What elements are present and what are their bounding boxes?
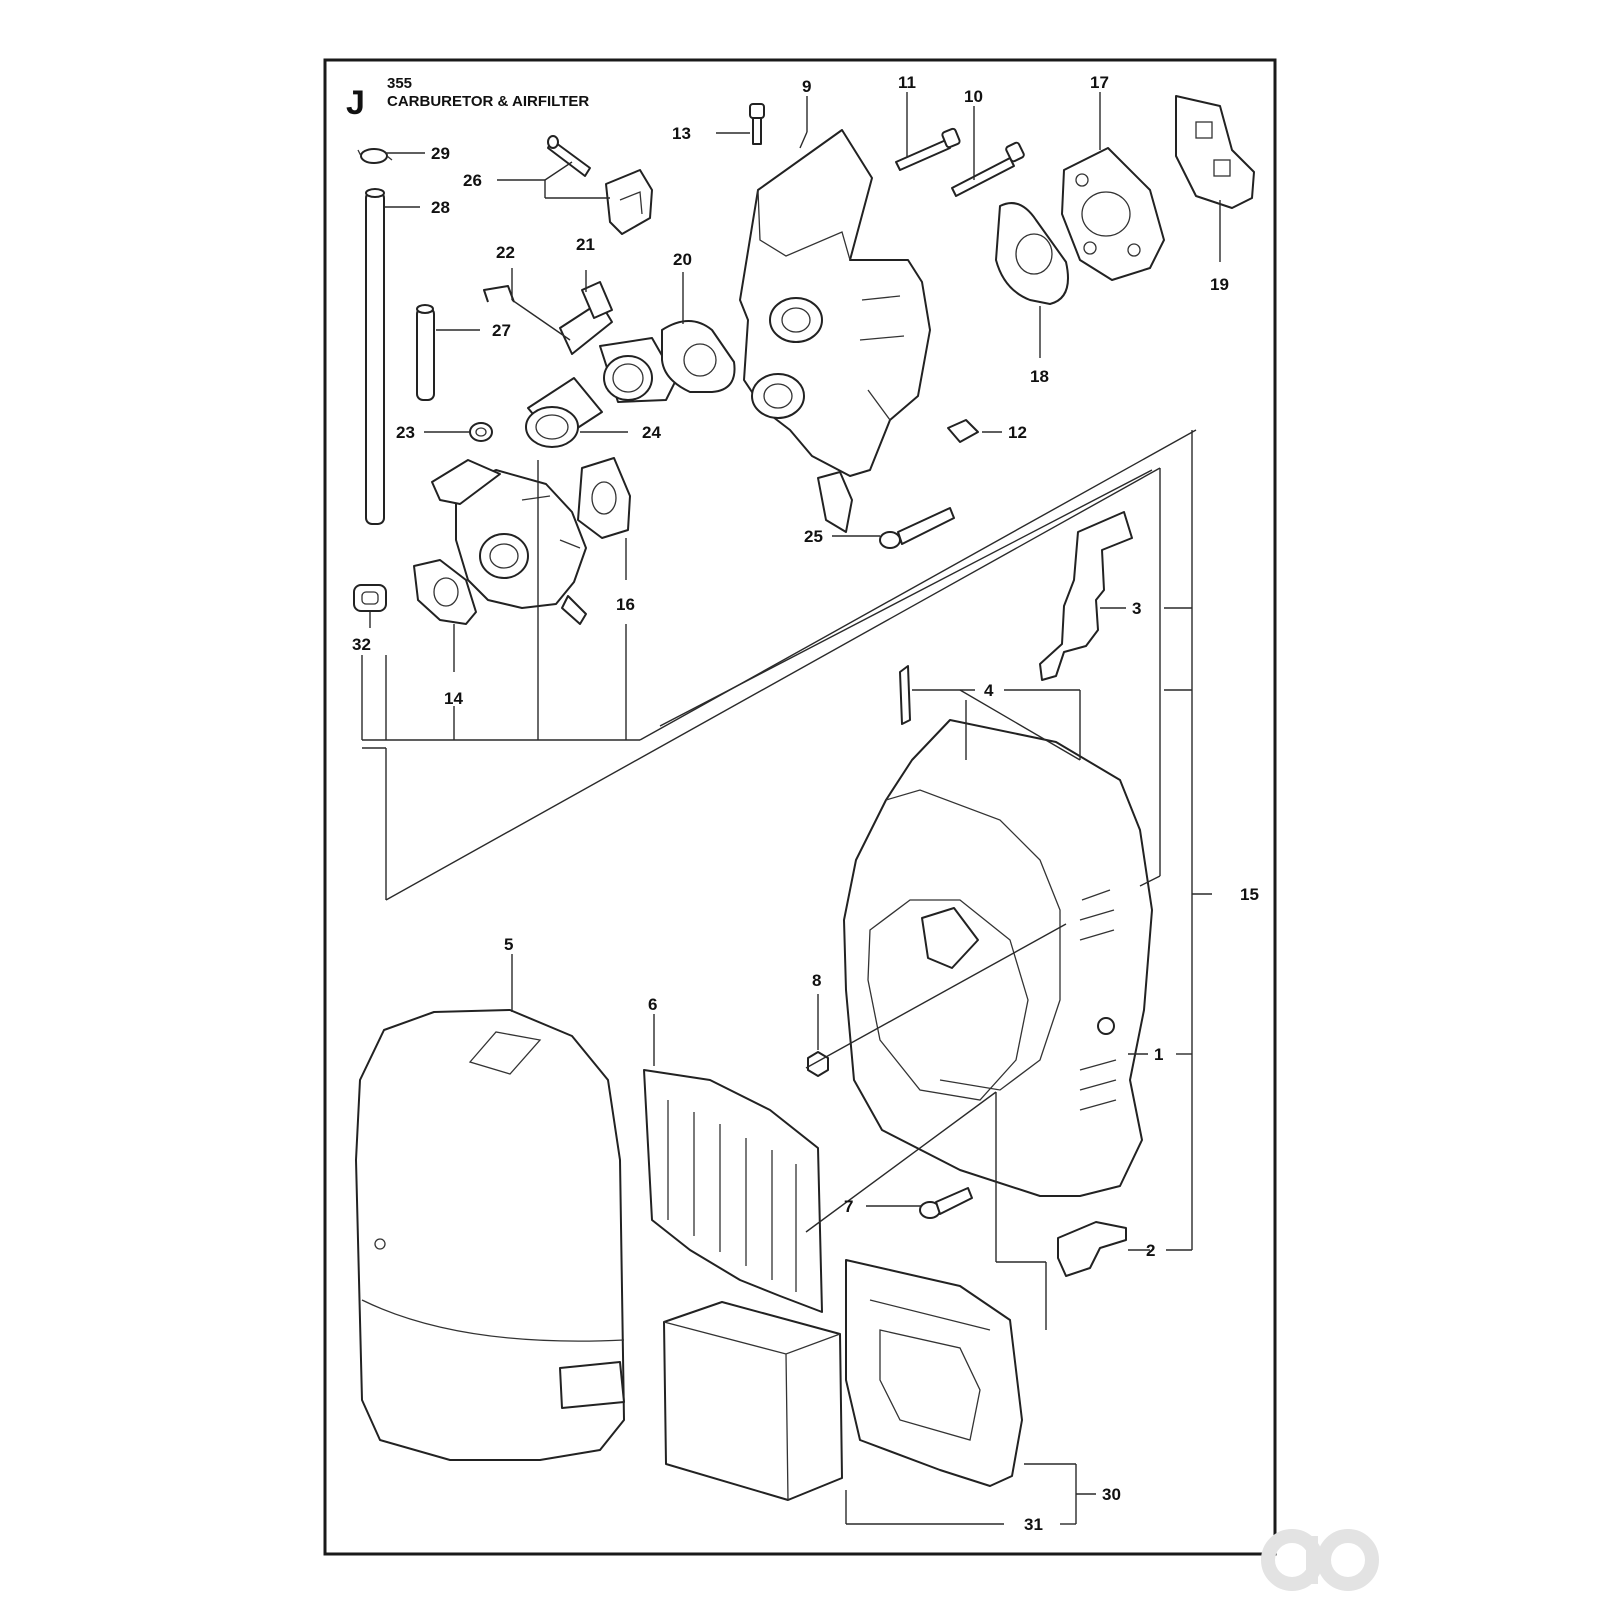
callout-31: 31 — [1024, 1515, 1043, 1534]
callout-25: 25 — [804, 527, 823, 546]
watermark-logo — [1261, 1529, 1379, 1591]
callout-16: 16 — [616, 595, 635, 614]
callout-32: 32 — [352, 635, 371, 654]
callout-27: 27 — [492, 321, 511, 340]
part-8-nut — [807, 1051, 829, 1077]
part-19-gasket — [1175, 95, 1255, 209]
callout-5: 5 — [504, 935, 513, 954]
part-5-filter-cover — [355, 1009, 625, 1461]
callout-14: 14 — [444, 689, 463, 708]
part-27-hose — [416, 304, 435, 401]
callout-4: 4 — [984, 681, 994, 700]
callout-29: 29 — [431, 144, 450, 163]
part-1-airfilter-housing — [843, 719, 1153, 1197]
part-16-gasket — [577, 457, 631, 539]
callout-22: 22 — [496, 243, 515, 262]
part-31-foam-filter — [663, 1301, 843, 1501]
section-title: CARBURETOR & AIRFILTER — [387, 93, 589, 110]
callout-2: 2 — [1146, 1241, 1155, 1260]
callout-numbers: 29 28 26 27 22 21 20 13 9 11 10 17 19 18… — [352, 73, 1259, 1534]
callout-30: 30 — [1102, 1485, 1121, 1504]
part-28-fuel-hose — [365, 188, 385, 525]
part-7-screw — [919, 1187, 973, 1219]
part-9-intake-manifold — [739, 129, 931, 533]
callout-1: 1 — [1154, 1045, 1163, 1064]
callout-3: 3 — [1132, 599, 1141, 618]
part-4-clip — [899, 665, 911, 725]
callout-9: 9 — [802, 77, 811, 96]
part-14-gasket — [413, 559, 477, 625]
callout-20: 20 — [673, 250, 692, 269]
callout-10: 10 — [964, 87, 983, 106]
part-24-intake-sleeve — [525, 377, 603, 448]
part-18-gasket — [995, 202, 1069, 305]
callout-28: 28 — [431, 198, 450, 217]
callout-26: 26 — [463, 171, 482, 190]
callout-23: 23 — [396, 423, 415, 442]
part-12-nut — [947, 419, 979, 443]
model-number: 355 — [387, 75, 412, 92]
callout-11: 11 — [898, 73, 916, 92]
part-23-nipple — [469, 422, 493, 442]
callout-21: 21 — [576, 235, 595, 254]
part-17-flange — [1061, 147, 1165, 281]
callout-18: 18 — [1030, 367, 1049, 386]
part-32-grommet — [353, 584, 387, 612]
section-letter: J — [346, 84, 365, 122]
callout-6: 6 — [648, 995, 657, 1014]
callout-19: 19 — [1210, 275, 1229, 294]
part-25-screw — [879, 507, 955, 549]
callout-8: 8 — [812, 971, 821, 990]
leader-lines — [361, 92, 1221, 1525]
part-10-bolt — [951, 141, 1025, 197]
part-13-screw — [749, 103, 765, 145]
callout-12: 12 — [1008, 423, 1027, 442]
part-22-link-rod — [483, 285, 515, 303]
part-29-clamp — [357, 148, 393, 164]
callout-15: 15 — [1240, 885, 1259, 904]
part-6-air-filter — [643, 1069, 823, 1313]
part-20-gasket — [661, 320, 736, 393]
part-30-filter-holder — [845, 1259, 1023, 1487]
callout-13: 13 — [672, 124, 691, 143]
part-21-intake-pipe — [559, 281, 677, 403]
part-11-bolt — [895, 127, 961, 171]
callout-7: 7 — [844, 1197, 853, 1216]
callout-17: 17 — [1090, 73, 1109, 92]
callout-24: 24 — [642, 423, 661, 442]
part-26-fitting — [547, 135, 653, 235]
part-2-latch — [1057, 1221, 1127, 1277]
part-3-bracket — [1039, 511, 1133, 681]
